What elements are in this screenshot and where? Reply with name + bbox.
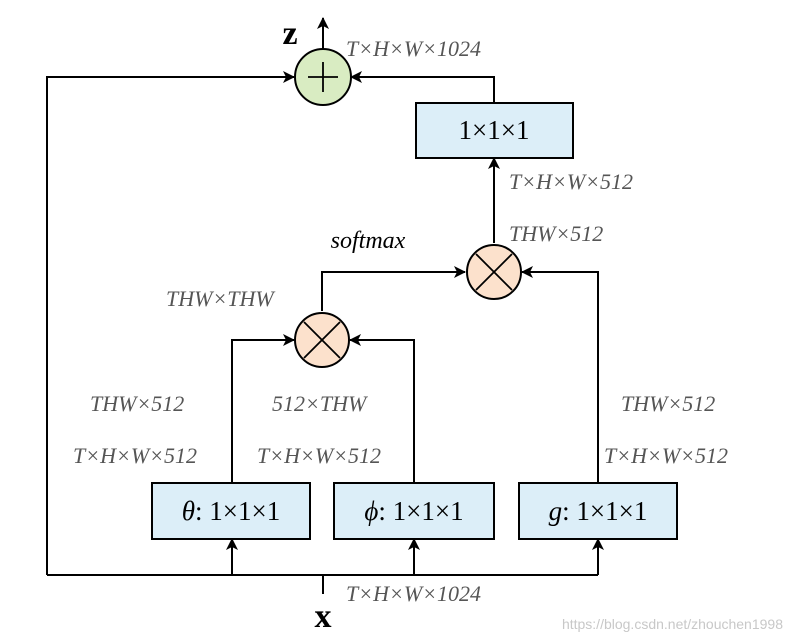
dim-output-top: T×H×W×1024 [346,36,481,61]
svg-text:g: 1×1×1: g: 1×1×1 [549,496,648,526]
mult1-to-mult2 [321,266,466,311]
phi-box: ϕ: 1×1×1 [333,482,495,540]
phi-symbol: ϕ [364,496,378,526]
residual-connection [46,71,295,575]
multiply-op-2 [466,244,522,300]
dim-g-out: T×H×W×512 [604,443,728,468]
theta-to-mult1 [231,334,295,483]
theta-label: : 1×1×1 [195,496,280,526]
dim-theta-reshape: THW×512 [90,391,184,416]
phi-label: : 1×1×1 [378,496,463,526]
g-box: g: 1×1×1 [518,482,678,540]
g-symbol: g [549,496,563,526]
dim-mult2: THW×512 [509,221,603,246]
g-to-mult2 [521,266,599,483]
theta-symbol: θ [182,496,195,526]
output-conv-label: 1×1×1 [459,115,530,145]
dim-thw-thw: THW×THW [166,286,275,311]
connectors [46,17,604,594]
dim-theta-out: T×H×W×512 [73,443,197,468]
add-op [294,48,352,106]
output-label: z [282,15,297,52]
output-conv-box: 1×1×1 [415,102,574,159]
softmax-label: softmax [331,228,406,254]
input-label: x [315,598,332,635]
svg-text:θ: 1×1×1: θ: 1×1×1 [182,496,280,526]
theta-box: θ: 1×1×1 [151,482,311,540]
phi-to-mult1 [349,334,415,483]
multiply-op-1 [294,312,350,368]
dim-g-reshape: THW×512 [621,391,715,416]
svg-text:ϕ: 1×1×1: ϕ: 1×1×1 [364,496,463,526]
g-label: : 1×1×1 [562,496,647,526]
watermark: https://blog.csdn.net/zhouchen1998 [562,616,783,632]
dim-input: T×H×W×1024 [346,581,481,606]
dim-phi-reshape: 512×THW [272,391,368,416]
dim-phi-out: T×H×W×512 [257,443,381,468]
dim-out-conv: T×H×W×512 [509,169,633,194]
out-conv-to-plus [350,71,495,103]
